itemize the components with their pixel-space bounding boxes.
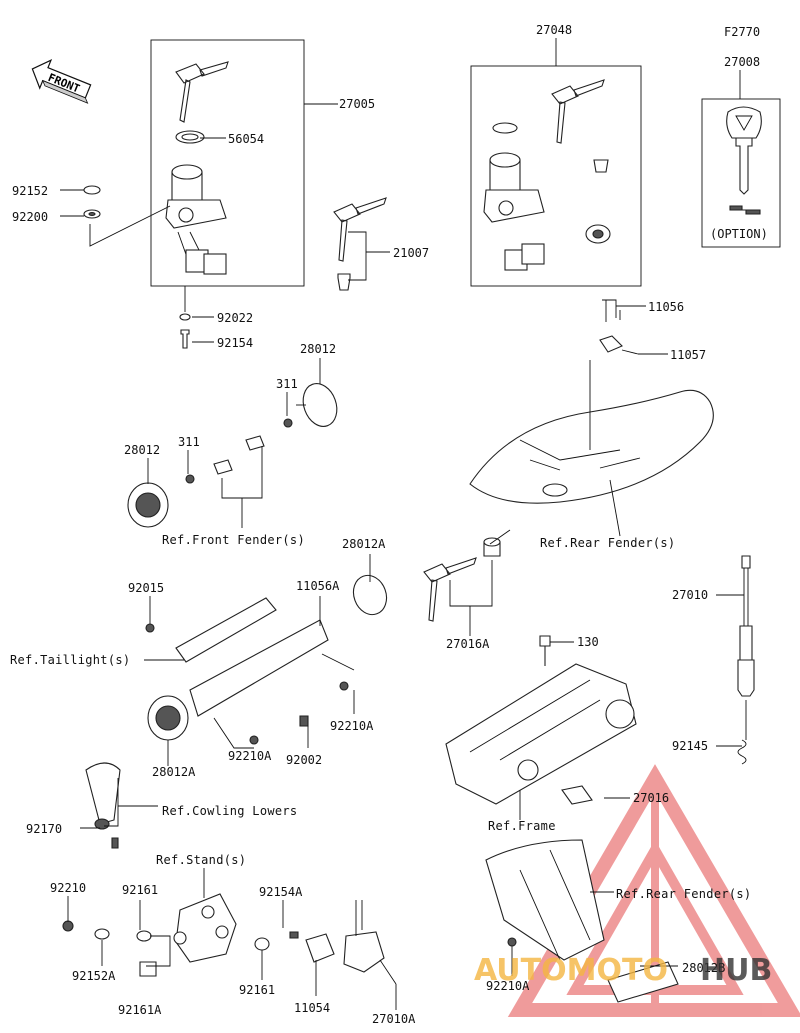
- watermark-text: AUTOMOTO HUB: [474, 953, 772, 988]
- label-21007[interactable]: 21007: [393, 246, 429, 260]
- reference-labels: Ref.Front Fender(s) Ref.Rear Fender(s) R…: [10, 533, 751, 901]
- option-key-27008: [726, 106, 762, 215]
- label-92161-lower[interactable]: 92161: [239, 983, 275, 997]
- label-27048[interactable]: 27048: [536, 23, 572, 37]
- label-92200[interactable]: 92200: [12, 210, 48, 224]
- label-92161-upper[interactable]: 92161: [122, 883, 158, 897]
- label-27010[interactable]: 27010: [672, 588, 708, 602]
- part-labels: F2770 27005 56054 92152 92200 92022 9215…: [12, 23, 768, 1026]
- label-92002[interactable]: 92002: [286, 753, 322, 767]
- label-92015[interactable]: 92015: [128, 581, 164, 595]
- ref-frame: Ref.Frame: [488, 819, 556, 833]
- watermark-part2: HUB: [700, 953, 772, 988]
- label-27005[interactable]: 27005: [339, 97, 375, 111]
- ignition-switch-27005: [165, 61, 229, 275]
- ref-rear-fender-upper: Ref.Rear Fender(s): [540, 536, 675, 550]
- label-28012A-upper[interactable]: 28012A: [342, 537, 386, 551]
- ref-cowling-lowers: Ref.Cowling Lowers: [162, 804, 297, 818]
- washer-92152: [83, 185, 101, 219]
- label-28012-right[interactable]: 28012: [300, 342, 336, 356]
- frame-bracket: [445, 635, 637, 805]
- label-11056A[interactable]: 11056A: [296, 579, 340, 593]
- label-11056[interactable]: 11056: [648, 300, 684, 314]
- label-92154[interactable]: 92154: [217, 336, 253, 350]
- stand-bracket: [62, 893, 397, 985]
- label-11057[interactable]: 11057: [670, 348, 706, 362]
- label-311-upper[interactable]: 311: [276, 377, 298, 391]
- ref-rear-fender-lower: Ref.Rear Fender(s): [616, 887, 751, 901]
- key-set-27048: [483, 79, 611, 271]
- figure-code: F2770: [724, 25, 760, 39]
- watermark-part1: AUTOMOTO: [474, 953, 668, 988]
- label-92210A-left[interactable]: 92210A: [228, 749, 272, 763]
- label-28012A-lower[interactable]: 28012A: [152, 765, 196, 779]
- kit-27005-box: [150, 39, 305, 287]
- fender-cap-28012-right: [127, 383, 338, 528]
- label-28012-left[interactable]: 28012: [124, 443, 160, 457]
- taillight-bracket: [145, 574, 388, 745]
- label-92210A-right[interactable]: 92210A: [330, 719, 374, 733]
- label-92210[interactable]: 92210: [50, 881, 86, 895]
- ref-stand: Ref.Stand(s): [156, 853, 246, 867]
- label-92170[interactable]: 92170: [26, 822, 62, 836]
- sidestand-switch-27010: [737, 555, 755, 765]
- bolt-92022: [179, 313, 191, 349]
- seat-lock-27016A: [423, 537, 501, 622]
- rear-fender-lower: [485, 839, 679, 1003]
- label-27008[interactable]: 27008: [724, 55, 760, 69]
- cowling-bracket: [85, 762, 121, 849]
- ref-taillight: Ref.Taillight(s): [10, 653, 130, 667]
- key-set-21007: [333, 197, 387, 291]
- label-92152A[interactable]: 92152A: [72, 969, 116, 983]
- label-92022[interactable]: 92022: [217, 311, 253, 325]
- label-130[interactable]: 130: [577, 635, 599, 649]
- label-27016[interactable]: 27016: [633, 791, 669, 805]
- ref-front-fender: Ref.Front Fender(s): [162, 533, 305, 547]
- rear-fender-assembly: [469, 299, 714, 504]
- front-arrow-icon: FRONT: [31, 59, 92, 104]
- label-92210A-bottom[interactable]: 92210A: [486, 979, 530, 993]
- option-key-box: [701, 98, 781, 248]
- leader-lines: [60, 38, 744, 1010]
- label-311-lower[interactable]: 311: [178, 435, 200, 449]
- label-92161A[interactable]: 92161A: [118, 1003, 162, 1017]
- option-label: (OPTION): [710, 227, 768, 241]
- label-92145[interactable]: 92145: [672, 739, 708, 753]
- label-92154A[interactable]: 92154A: [259, 885, 303, 899]
- label-27016A[interactable]: 27016A: [446, 637, 490, 651]
- label-92152[interactable]: 92152: [12, 184, 48, 198]
- label-28012B[interactable]: 28012B: [682, 961, 725, 975]
- label-27010A[interactable]: 27010A: [372, 1012, 416, 1026]
- label-11054[interactable]: 11054: [294, 1001, 330, 1015]
- label-56054[interactable]: 56054: [228, 132, 264, 146]
